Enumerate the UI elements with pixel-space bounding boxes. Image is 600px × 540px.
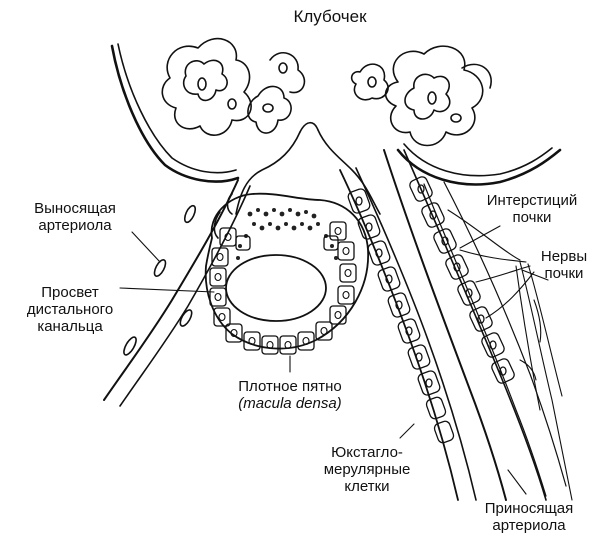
tubule-lumen-label: Просвет дистального канальца [18, 284, 122, 335]
bowman-capsule-left-inner [118, 44, 236, 173]
interstitium-label: Интерстиций почки [470, 192, 594, 226]
jg-cells-label-line1: Юкстагло- [312, 444, 422, 461]
efferent-arteriole-label: Выносящая артериола [16, 200, 134, 234]
macula-densa-label-line1: Плотное пятно [200, 378, 380, 395]
jg-cells-label-line2: мерулярные [312, 461, 422, 478]
macula-densa-stipple [236, 208, 338, 260]
bowman-capsule-right [398, 150, 560, 184]
interstitium-label-line1: Интерстиций [470, 192, 594, 209]
jg-cells-label: Юкстагло- мерулярные клетки [312, 444, 422, 495]
tubule-lumen-label-line3: канальца [18, 318, 122, 335]
afferent-arteriole-label-line1: Приносящая [470, 500, 588, 517]
glomerulus-capillaries-right [352, 46, 492, 145]
nerves-label-line2: почки [530, 265, 598, 282]
efferent-arteriole-label-line1: Выносящая [16, 200, 134, 217]
nerves-label-line1: Нервы [530, 248, 598, 265]
tubule-lumen-label-line1: Просвет [18, 284, 122, 301]
vascular-pole-left [236, 132, 300, 214]
afferent-arteriole-label: Приносящая артериола [470, 500, 588, 534]
renal-nerves [516, 262, 572, 500]
glomerulus-label: Клубочек [270, 8, 390, 25]
macula-densa-label: Плотное пятно (macula densa) [200, 378, 380, 412]
macula-densa-label-latin: (macula densa) [200, 395, 380, 412]
interstitium-label-line2: почки [470, 209, 594, 226]
glomerulus-capillaries-left [162, 39, 304, 136]
afferent-arteriole-label-line2: артериола [470, 517, 588, 534]
tubule-lumen-label-line2: дистального [18, 301, 122, 318]
nerves-label: Нервы почки [530, 248, 598, 282]
efferent-arteriole-label-line2: артериола [16, 217, 134, 234]
distal-tubule-lumen [226, 255, 326, 321]
jg-cells-label-line3: клетки [312, 478, 422, 495]
